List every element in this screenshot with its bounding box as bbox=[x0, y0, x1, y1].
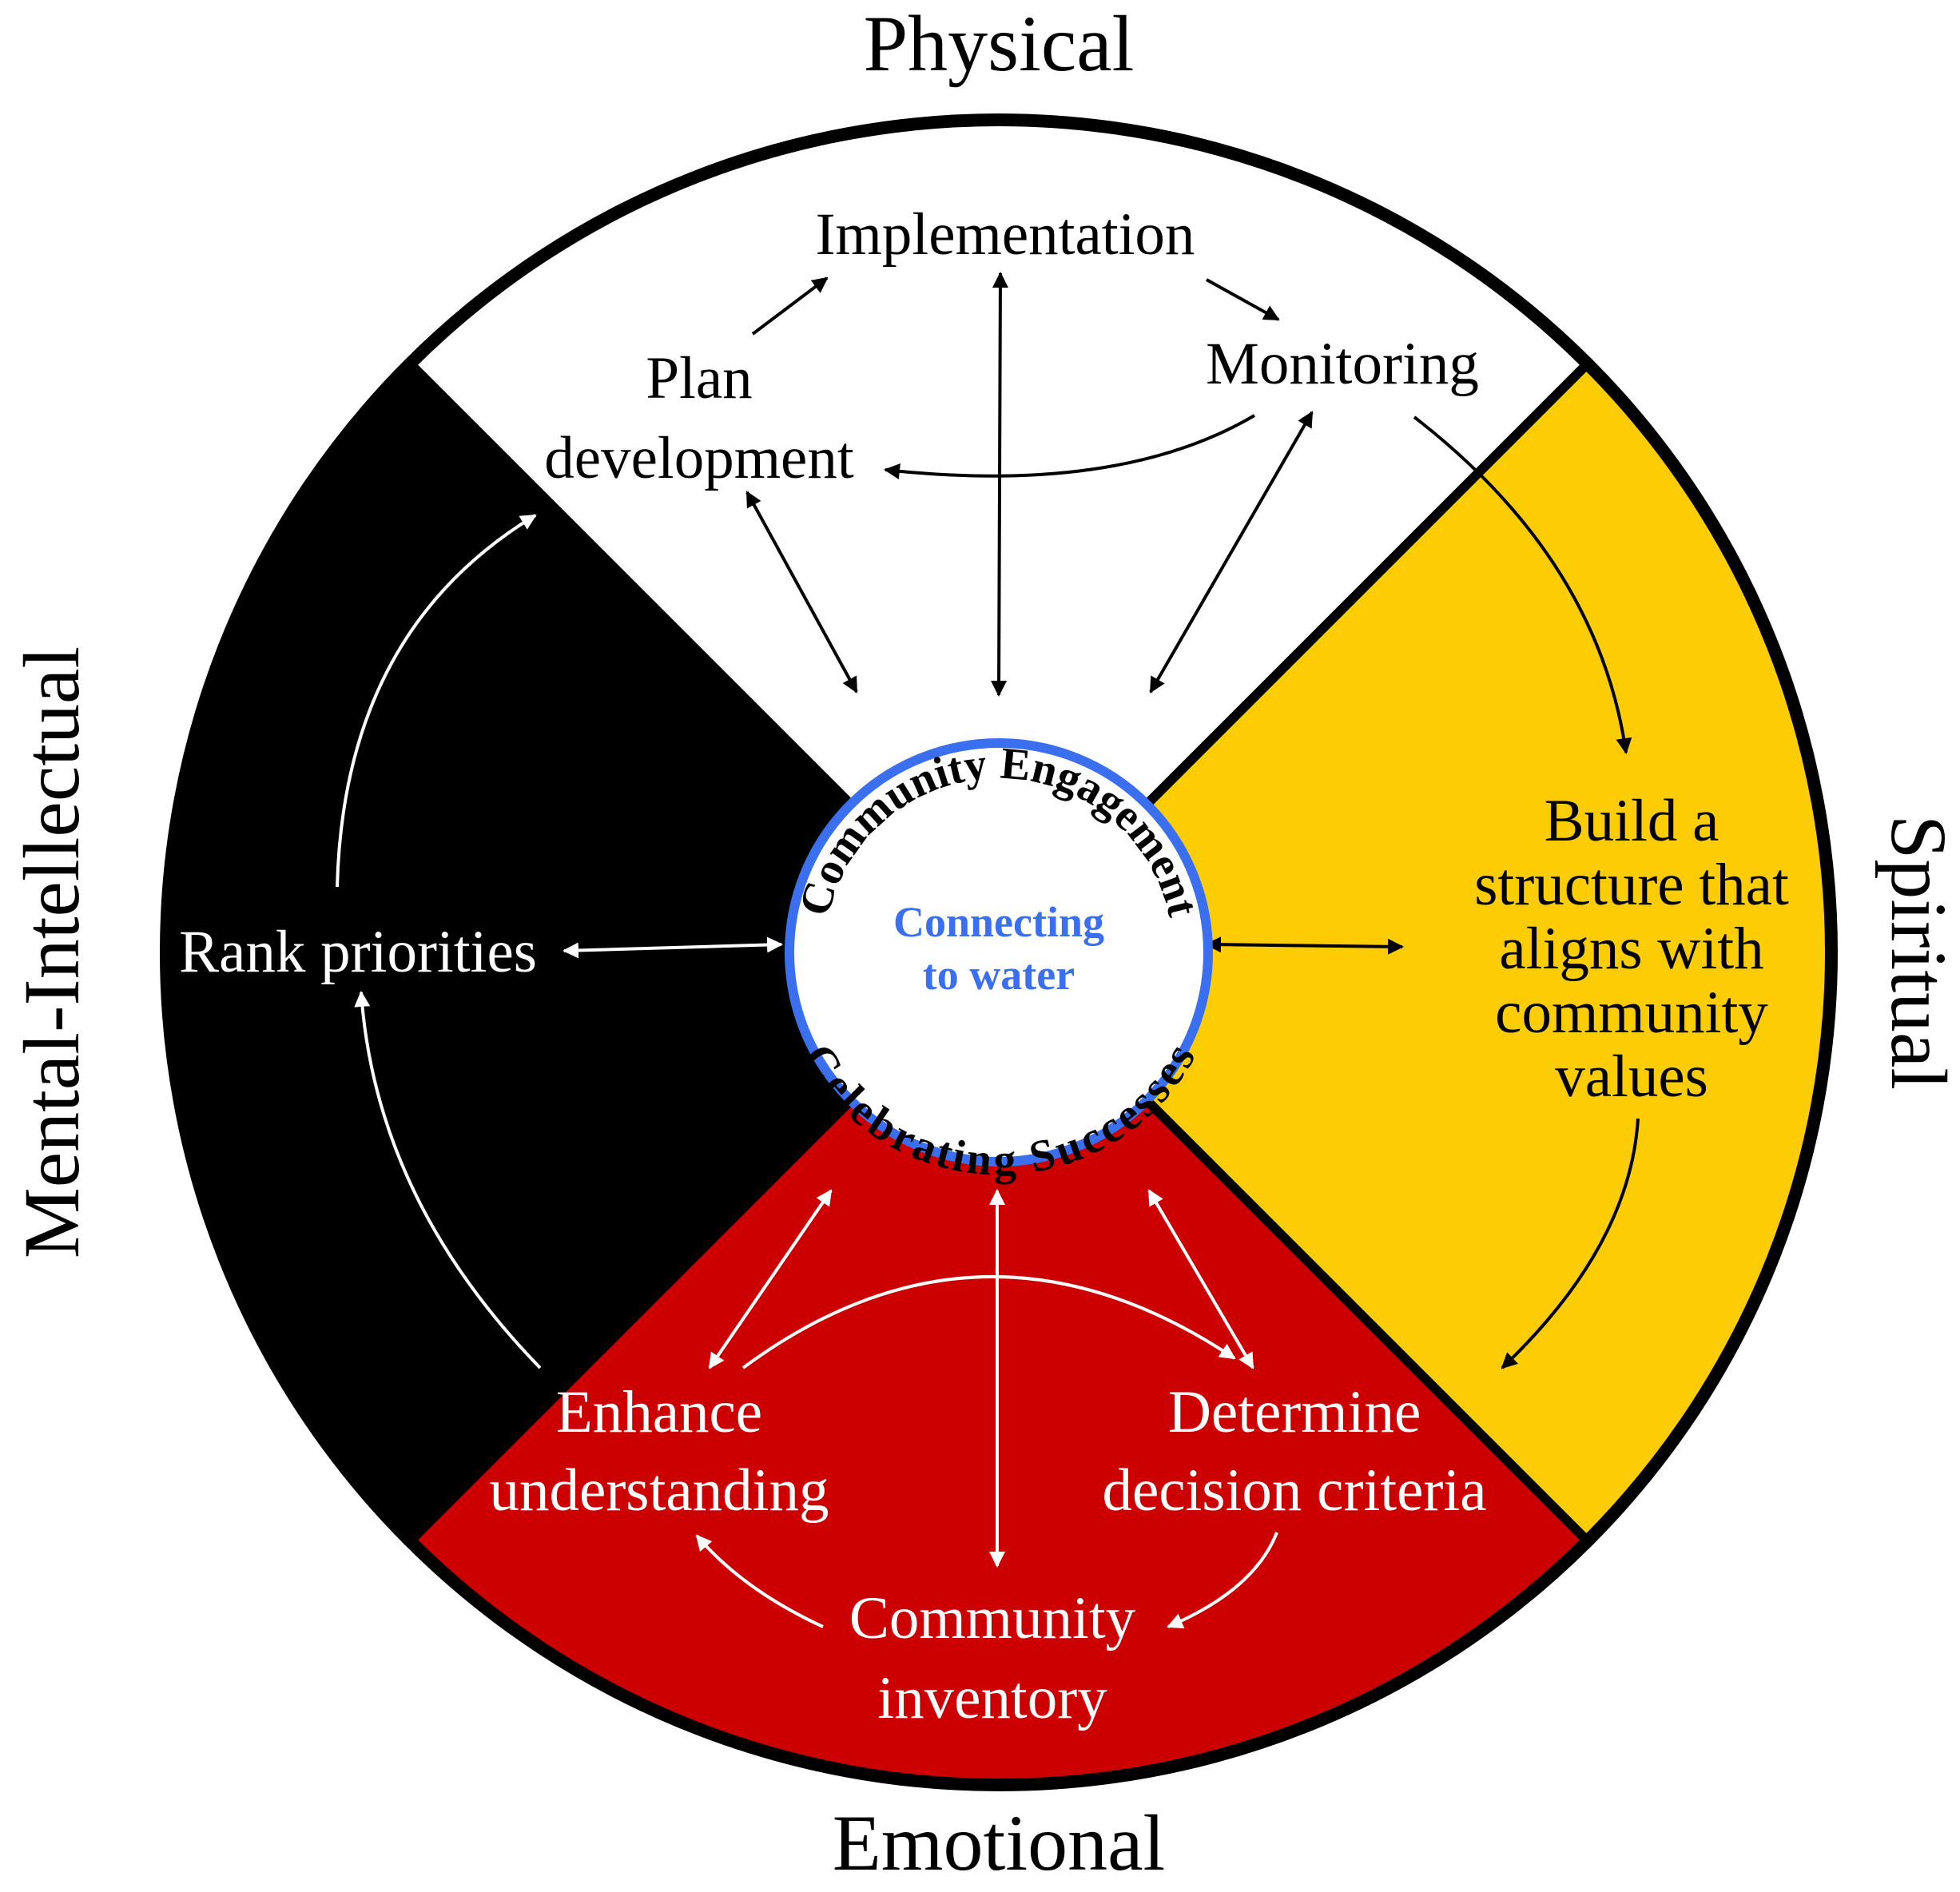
arrow-enhance-to-determine bbox=[741, 1274, 1236, 1369]
spiritual-quadrant bbox=[999, 364, 1832, 1541]
arrow-center-plan bbox=[745, 491, 858, 694]
arrow-center-monitoring bbox=[1149, 411, 1314, 694]
node-build-structure-line4: community bbox=[1495, 980, 1768, 1046]
arrow-determine-to-inventory bbox=[1167, 1532, 1278, 1629]
arrow-implementation-to-monitoring bbox=[1206, 278, 1280, 321]
node-build-structure-line3: aligns with bbox=[1499, 916, 1763, 982]
label-mental-intellectual: Mental-Intellectual bbox=[7, 646, 96, 1258]
node-community-inventory-line2: inventory bbox=[877, 1665, 1107, 1731]
node-determine-criteria-line2: decision criteria bbox=[1102, 1457, 1486, 1524]
emotional-arrows bbox=[695, 1189, 1278, 1629]
node-implementation: Implementation bbox=[816, 201, 1195, 268]
arrow-center-determine bbox=[1147, 1189, 1254, 1369]
center-text-line1: Connecting bbox=[893, 898, 1104, 946]
arrow-center-build bbox=[1205, 936, 1404, 955]
node-monitoring: Monitoring bbox=[1206, 331, 1479, 397]
label-spiritual: Spiritual bbox=[1875, 815, 1960, 1090]
arrow-center-implementation bbox=[991, 272, 1008, 697]
arrow-enhance-to-rank bbox=[354, 991, 542, 1369]
label-physical: Physical bbox=[864, 0, 1135, 88]
node-build-structure-line5: values bbox=[1555, 1043, 1708, 1110]
node-plan-development-line1: Plan bbox=[646, 345, 752, 411]
arrow-center-enhance bbox=[708, 1189, 833, 1369]
mental-arrows bbox=[336, 514, 783, 1369]
arrow-plan-to-implementation bbox=[751, 276, 829, 336]
node-build-structure-line1: Build a bbox=[1545, 788, 1719, 854]
node-rank-priorities: Rank priorities bbox=[179, 919, 537, 985]
node-plan-development-line2: development bbox=[544, 425, 854, 491]
node-enhance-understanding-line2: understanding bbox=[490, 1457, 829, 1524]
arrow-center-rank bbox=[563, 936, 783, 959]
node-build-structure-line2: structure that bbox=[1474, 852, 1789, 918]
node-determine-criteria-line1: Determine bbox=[1168, 1379, 1421, 1445]
center-hub bbox=[785, 738, 1213, 1167]
outer-ring bbox=[160, 113, 1838, 1791]
arrow-inventory-to-enhance bbox=[695, 1534, 824, 1628]
arrow-build-to-determine bbox=[1501, 1118, 1640, 1369]
node-enhance-understanding-line1: Enhance bbox=[556, 1379, 762, 1445]
node-community-inventory-line1: Community bbox=[849, 1585, 1136, 1652]
arrow-monitoring-to-build bbox=[1413, 415, 1632, 754]
arrow-rank-to-plan bbox=[336, 514, 537, 888]
center-text-line2: to water bbox=[923, 951, 1075, 999]
physical-arrows bbox=[745, 272, 1640, 1369]
label-emotional: Emotional bbox=[833, 1799, 1166, 1887]
